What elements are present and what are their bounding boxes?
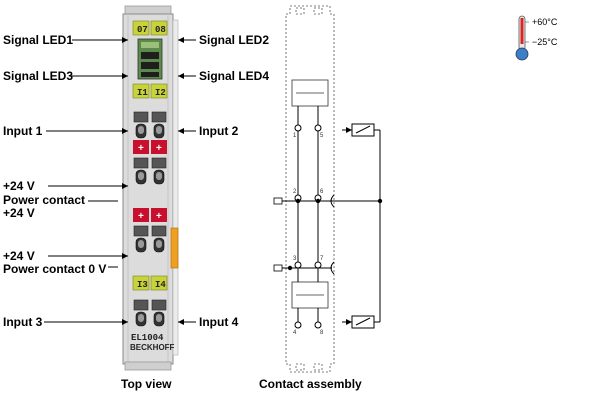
contact-number-3: 3: [293, 256, 297, 262]
input-switch-upper: [342, 123, 375, 137]
led-i3-label: I3: [137, 280, 148, 290]
label-plus24v-a: +24 V: [3, 179, 35, 193]
label-signal-led4: Signal LED4: [199, 69, 270, 83]
spring-terminal-row-1-left: [133, 111, 149, 139]
led-i2-label: I2: [155, 88, 166, 98]
plus-contact-d: [151, 208, 167, 222]
spring-terminal-row-3-right: [151, 225, 167, 253]
led-08-label: 08: [155, 25, 166, 35]
label-input-2: Input 2: [199, 124, 239, 138]
contact-number-6: 6: [320, 189, 324, 195]
thermometer-icon: [515, 15, 529, 61]
spring-terminal-row-1-right: [151, 111, 167, 139]
label-input-4: Input 4: [199, 315, 239, 329]
right-pointer-lines: [178, 37, 196, 325]
label-power-contact: Power contact: [3, 193, 86, 207]
label-signal-led2: Signal LED2: [199, 33, 270, 47]
label-power-contact-0v: Power contact 0 V: [3, 262, 107, 276]
label-plus24v-b: +24 V: [3, 206, 35, 220]
led-07-label: 07: [137, 25, 148, 35]
contact-wiring: [282, 106, 381, 323]
plus-contact-a: [133, 140, 149, 154]
caption-contact-assembly: Contact assembly: [259, 377, 362, 391]
plus-label-c: +: [138, 211, 144, 222]
model-label: EL1004: [131, 333, 164, 343]
contact-number-8: 8: [320, 330, 324, 336]
orange-tab: [170, 227, 179, 269]
temperature-min: −25°C: [532, 37, 558, 47]
contact-number-4: 4: [293, 330, 297, 336]
plus-contact-c: [133, 208, 149, 222]
spring-terminal-row-2-right: [151, 157, 167, 185]
led-i3: [132, 275, 150, 291]
led-07: [132, 20, 150, 36]
contact-number-2: 2: [293, 189, 297, 195]
spring-terminal-row-2-left: [133, 157, 149, 185]
brand-logo: BECKHOFF: [130, 343, 175, 352]
contact-assembly-diagram: [285, 5, 335, 373]
led-i1-label: I1: [137, 88, 148, 98]
spring-terminal-row-3-left: [133, 225, 149, 253]
input-switch-lower: [342, 315, 375, 329]
spring-terminal-row-4-left: [133, 299, 149, 327]
led-i1: [132, 83, 150, 99]
led-i2: [150, 83, 168, 99]
label-input-3: Input 3: [3, 315, 43, 329]
label-input-1: Input 1: [3, 124, 43, 138]
plus-label-a: +: [138, 143, 144, 154]
plus-contact-b: [151, 140, 167, 154]
led-i4-label: I4: [155, 280, 166, 290]
label-signal-led3: Signal LED3: [3, 69, 74, 83]
label-signal-led1: Signal LED1: [3, 33, 74, 47]
spring-terminal-row-4-right: [151, 299, 167, 327]
led-08: [150, 20, 168, 36]
caption-top-view: Top view: [121, 377, 172, 391]
contact-number-7: 7: [320, 256, 324, 262]
contact-number-1: 1: [293, 133, 297, 139]
contact-points: [273, 124, 383, 329]
temperature-max: +60°C: [532, 17, 558, 27]
led-i4: [150, 275, 168, 291]
plus-label-d: +: [156, 211, 162, 222]
label-plus24v-c: +24 V: [3, 249, 35, 263]
contact-number-5: 5: [320, 133, 324, 139]
terminal-module: 07 08 I1 I2 I3 I4 + + + + EL1004 BECKHOF…: [122, 5, 179, 371]
plus-label-b: +: [156, 143, 162, 154]
left-pointer-lines: [44, 37, 128, 325]
